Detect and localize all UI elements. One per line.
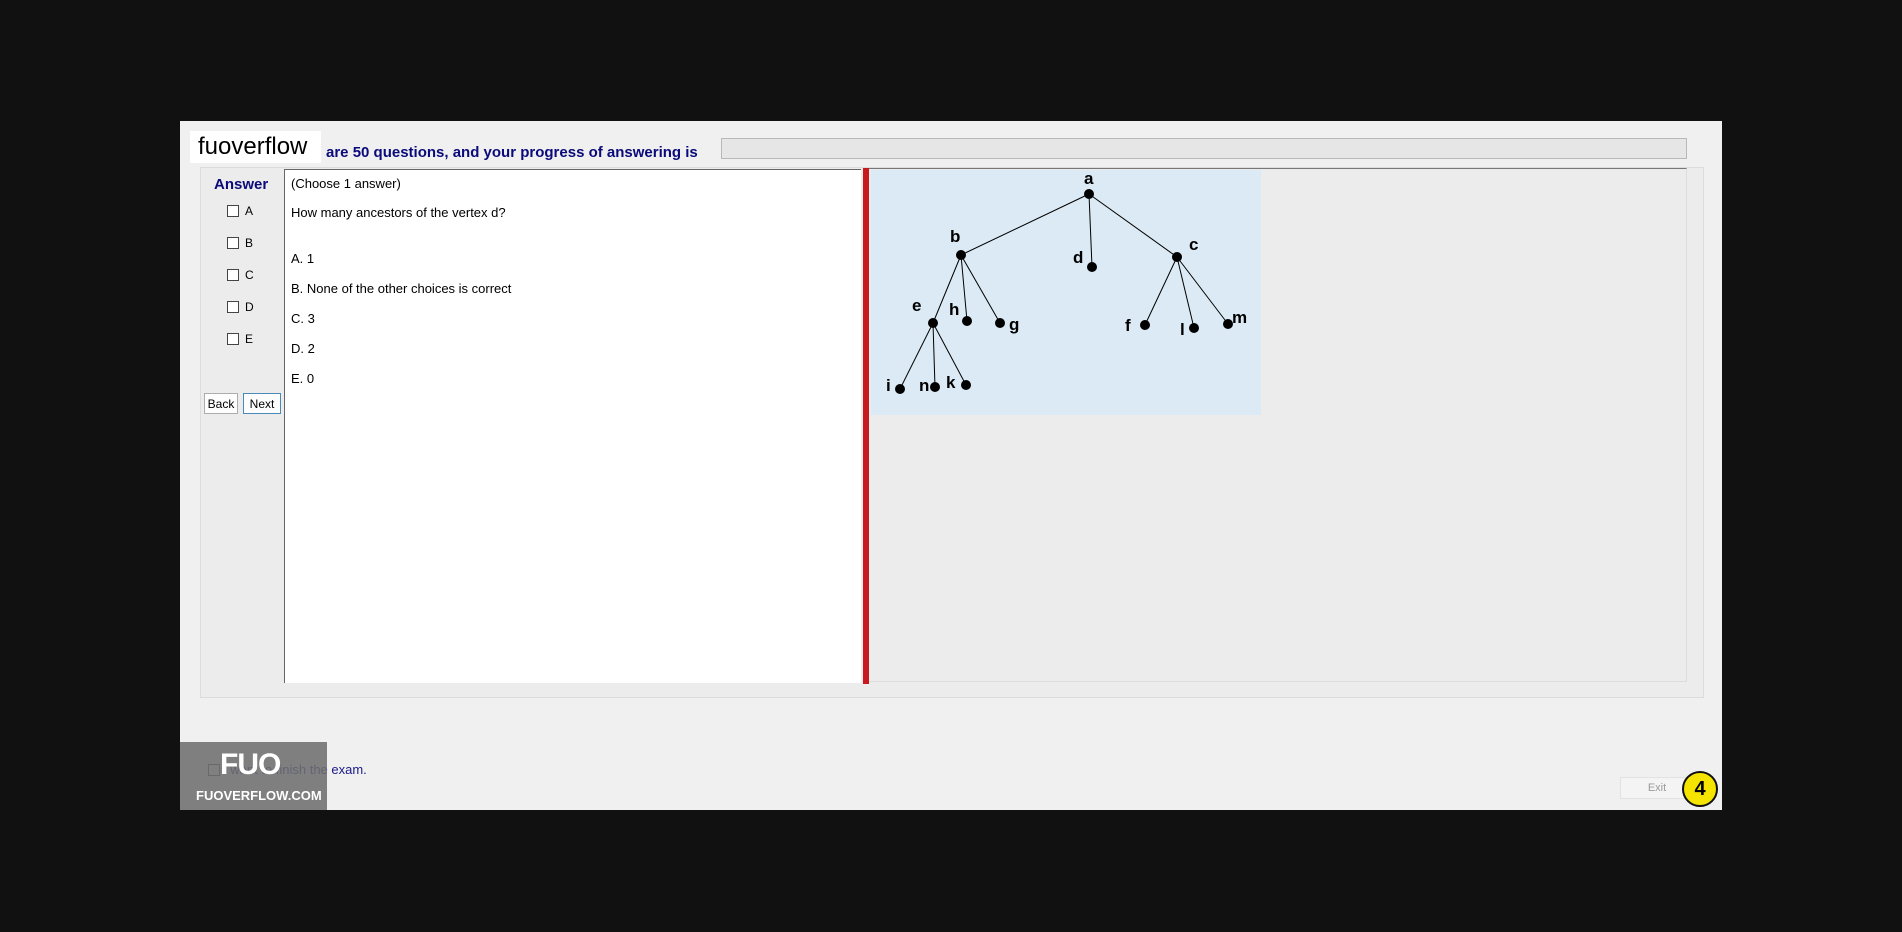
progress-label: are 50 questions, and your progress of a…: [326, 144, 698, 161]
tree-label-c: c: [1189, 235, 1198, 254]
tree-node-h: [962, 316, 972, 326]
watermark-logo: FUO: [220, 748, 281, 781]
option-c[interactable]: C: [227, 268, 254, 282]
tree-diagram-svg: a b c d e f g h i k l m n: [886, 169, 1247, 395]
exam-window: fuoverflow are 50 questions, and your pr…: [180, 121, 1722, 810]
tree-edge-c-f: [1144, 256, 1178, 326]
checkbox-c[interactable]: [227, 269, 239, 281]
tree-node-f: [1140, 320, 1150, 330]
tree-node-m: [1223, 319, 1233, 329]
tree-node-c: [1172, 252, 1182, 262]
tree-edge-b-h: [960, 254, 968, 322]
choice-b: B. None of the other choices is correct: [291, 281, 512, 296]
tree-label-n: n: [919, 376, 929, 395]
tree-node-d: [1087, 262, 1097, 272]
tree-edge-c-m: [1176, 256, 1229, 325]
tree-node-b: [956, 250, 966, 260]
tree-label-f: f: [1125, 316, 1131, 335]
tree-edge-e-n: [932, 322, 936, 388]
panel-divider[interactable]: [863, 168, 869, 684]
tree-node-i: [895, 384, 905, 394]
tree-node-g: [995, 318, 1005, 328]
site-logo: fuoverflow: [190, 131, 321, 163]
checkbox-d[interactable]: [227, 301, 239, 313]
page-number-badge: 4: [1682, 771, 1718, 807]
exit-button[interactable]: Exit: [1620, 777, 1694, 799]
image-panel: [869, 168, 1687, 682]
tree-node-e: [928, 318, 938, 328]
option-b[interactable]: B: [227, 236, 253, 250]
tree-edge-a-b: [960, 193, 1090, 256]
next-button[interactable]: Next: [243, 393, 281, 414]
tree-edge-a-d: [1088, 193, 1093, 268]
tree-edge-b-g: [960, 254, 1001, 324]
progress-bar: [721, 138, 1687, 159]
option-a-label: A: [245, 204, 254, 218]
option-e-label: E: [245, 332, 254, 346]
tree-edge-a-c: [1088, 193, 1178, 258]
tree-label-d: d: [1073, 248, 1083, 267]
question-text: How many ancestors of the vertex d?: [291, 205, 506, 220]
option-a[interactable]: A: [227, 204, 253, 218]
tree-label-m: m: [1232, 308, 1247, 327]
choice-d: D. 2: [291, 341, 315, 356]
tree-edge-b-e: [932, 254, 962, 324]
option-c-label: C: [245, 268, 254, 282]
choice-e: E. 0: [291, 371, 315, 386]
watermark-badge: FUO FUOVERFLOW.COM: [180, 742, 327, 810]
tree-label-k: k: [946, 373, 956, 392]
tree-label-i: i: [886, 376, 891, 395]
tree-label-g: g: [1009, 315, 1019, 334]
tree-label-b: b: [950, 227, 960, 246]
tree-node-l: [1189, 323, 1199, 333]
tree-label-h: h: [949, 300, 959, 319]
tree-node-a: [1084, 189, 1094, 199]
checkbox-e[interactable]: [227, 333, 239, 345]
tree-label-a: a: [1084, 170, 1094, 188]
tree-node-n: [930, 382, 940, 392]
tree-edge-c-l: [1176, 256, 1195, 329]
checkbox-a[interactable]: [227, 205, 239, 217]
checkbox-b[interactable]: [227, 237, 239, 249]
tree-node-k: [961, 380, 971, 390]
tree-diagram: a b c d e f g h i k l m n: [871, 169, 1261, 415]
option-d[interactable]: D: [227, 300, 254, 314]
option-b-label: B: [245, 236, 254, 250]
tree-label-l: l: [1180, 320, 1185, 339]
answer-title: Answer: [214, 176, 269, 193]
question-instruction: (Choose 1 answer): [291, 176, 401, 191]
question-box: (Choose 1 answer) How many ancestors of …: [284, 169, 861, 683]
choice-c: C. 3: [291, 311, 315, 326]
watermark-site: FUOVERFLOW.COM: [196, 788, 322, 803]
choice-a: A. 1: [291, 251, 315, 266]
tree-edge-e-i: [899, 322, 934, 390]
back-button[interactable]: Back: [204, 393, 238, 414]
option-d-label: D: [245, 300, 254, 314]
tree-edge-e-k: [932, 322, 967, 386]
option-e[interactable]: E: [227, 332, 253, 346]
tree-label-e: e: [912, 296, 921, 315]
